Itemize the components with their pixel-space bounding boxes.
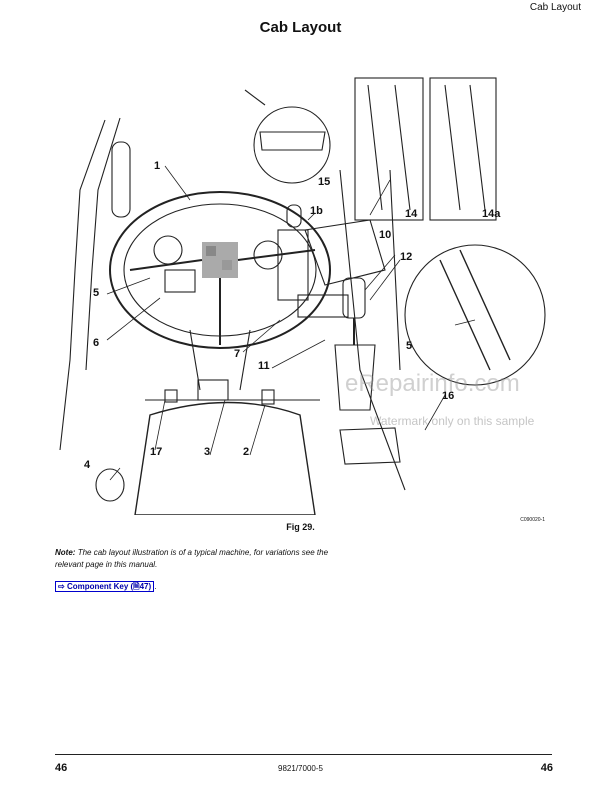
figure-caption: Fig 29. (286, 522, 315, 532)
callout-5-left: 5 (93, 287, 100, 299)
page-number-left: 46 (55, 762, 68, 774)
fixture-4 (95, 468, 125, 502)
figure-code: C090020-1 (520, 517, 545, 523)
component-key-link[interactable]: ⇨ Component Key (🗎47) (55, 581, 155, 592)
watermark-subtext: Watermark only on this sample (370, 414, 535, 428)
seat (134, 401, 316, 515)
note-label: Note: (55, 548, 76, 557)
callout-1b: 1b (310, 205, 323, 217)
callout-2: 2 (243, 446, 250, 458)
inset-15 (253, 106, 331, 184)
gauge-right (253, 240, 283, 270)
callout-1: 1 (154, 160, 161, 172)
steering-wheel (109, 191, 331, 349)
watermark: eRepairinfo.com (345, 370, 520, 397)
gauge-left (153, 235, 183, 265)
pedal-centre (197, 379, 229, 401)
cab-layout-figure (59, 77, 546, 515)
left-pillar (59, 119, 106, 451)
leader-lines (106, 165, 476, 481)
callout-10: 10 (379, 229, 392, 241)
display-panel (304, 219, 386, 286)
page-title: Cab Layout (259, 19, 342, 36)
link-suffix: . (154, 582, 157, 591)
joystick-gaiter (334, 344, 376, 411)
callout-14: 14 (405, 208, 418, 220)
callout-3: 3 (204, 446, 211, 458)
switch-panel-right (277, 229, 309, 301)
callout-7: 7 (234, 348, 241, 360)
callout-11: 11 (258, 360, 270, 372)
callout-15: 15 (318, 176, 331, 188)
footer-rule (55, 754, 552, 755)
pedal-right (261, 389, 275, 405)
switch-bank (297, 294, 349, 318)
callout-6: 6 (93, 337, 100, 349)
page-number-right: 46 (540, 762, 553, 774)
arrow-icon: ⇨ (58, 582, 65, 591)
page-icon: 🗎 (133, 582, 140, 591)
inset-14 (354, 77, 424, 221)
callout-5-right: 5 (406, 340, 413, 352)
component-key-label: Component Key (66, 582, 129, 591)
callout-17: 17 (150, 446, 163, 458)
running-header: Cab Layout (529, 2, 581, 13)
component-key-link-line: ⇨ Component Key (🗎47). (55, 581, 156, 595)
panel-16 (339, 427, 401, 465)
page-header: Cab Layout (0, 0, 601, 60)
grab-handle (111, 141, 131, 218)
inset-5 (404, 244, 546, 386)
note-text: The cab layout illustration is of a typi… (55, 548, 329, 569)
callout-16: 16 (442, 390, 455, 402)
column-knob (286, 204, 302, 228)
document-number: 9821/7000-5 (278, 764, 323, 773)
note: Note: The cab layout illustration is of … (55, 547, 355, 571)
callout-12: 12 (400, 251, 413, 263)
switch-panel-left (164, 269, 196, 293)
inset-14a (429, 77, 497, 221)
callout-14a: 14a (482, 208, 501, 220)
pedal-left (164, 389, 178, 403)
callout-4: 4 (84, 459, 91, 471)
component-key-page: 47 (139, 582, 149, 591)
